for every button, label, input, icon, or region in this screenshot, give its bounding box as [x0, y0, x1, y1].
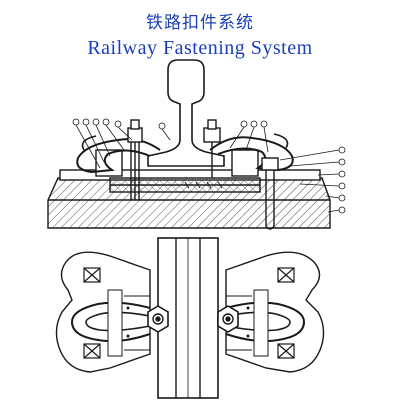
cross-section-view: [47, 59, 346, 230]
tie-plate-left: [55, 251, 151, 373]
insulator-right: [231, 149, 259, 177]
plan-view: [55, 237, 325, 399]
leader-lines-top-right: [158, 120, 269, 153]
leader-lines-right: [279, 146, 346, 214]
anchor-bolt-right: [261, 157, 279, 230]
anchor-boxes: [83, 267, 295, 359]
bolt-right: [203, 119, 221, 178]
nut-right: [217, 305, 239, 333]
rail: [147, 59, 225, 167]
leader-lines-left: [72, 118, 133, 169]
spring-clip-right: [209, 136, 294, 172]
bolt-left: [127, 119, 143, 200]
tie-plate-right: [225, 251, 325, 373]
title-chinese: 铁路扣件系统: [146, 13, 254, 33]
nut-left: [147, 305, 169, 333]
title-english: Railway Fastening System: [87, 37, 313, 59]
spring-clip-left: [76, 138, 161, 174]
